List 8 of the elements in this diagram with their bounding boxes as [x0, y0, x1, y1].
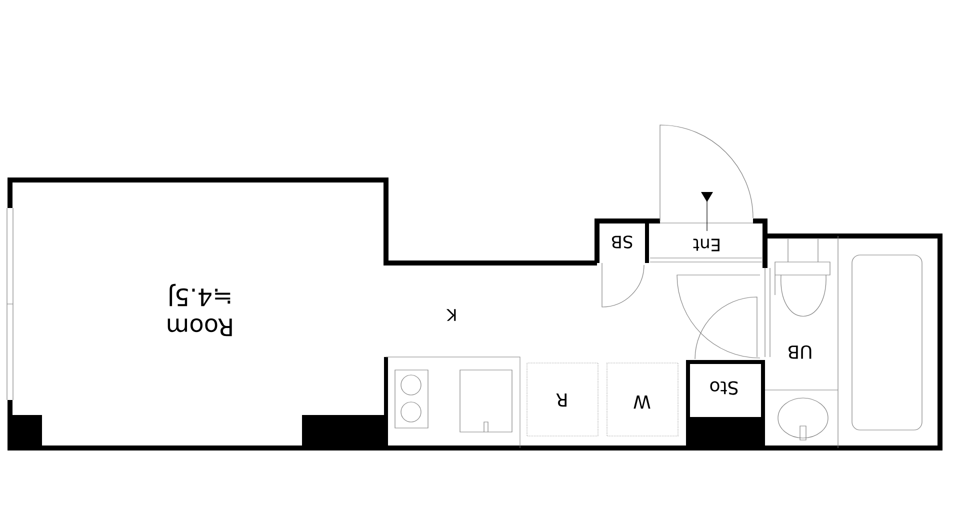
room-label: W	[634, 395, 650, 409]
room-label: R	[556, 393, 566, 407]
room-label: Room ≒4.5J	[168, 284, 232, 336]
room-label: Sto	[710, 381, 738, 395]
room-label: UB	[788, 345, 812, 359]
room-label: K	[446, 309, 456, 321]
room-label: SB	[612, 236, 632, 248]
room-label: Ent	[693, 238, 720, 252]
